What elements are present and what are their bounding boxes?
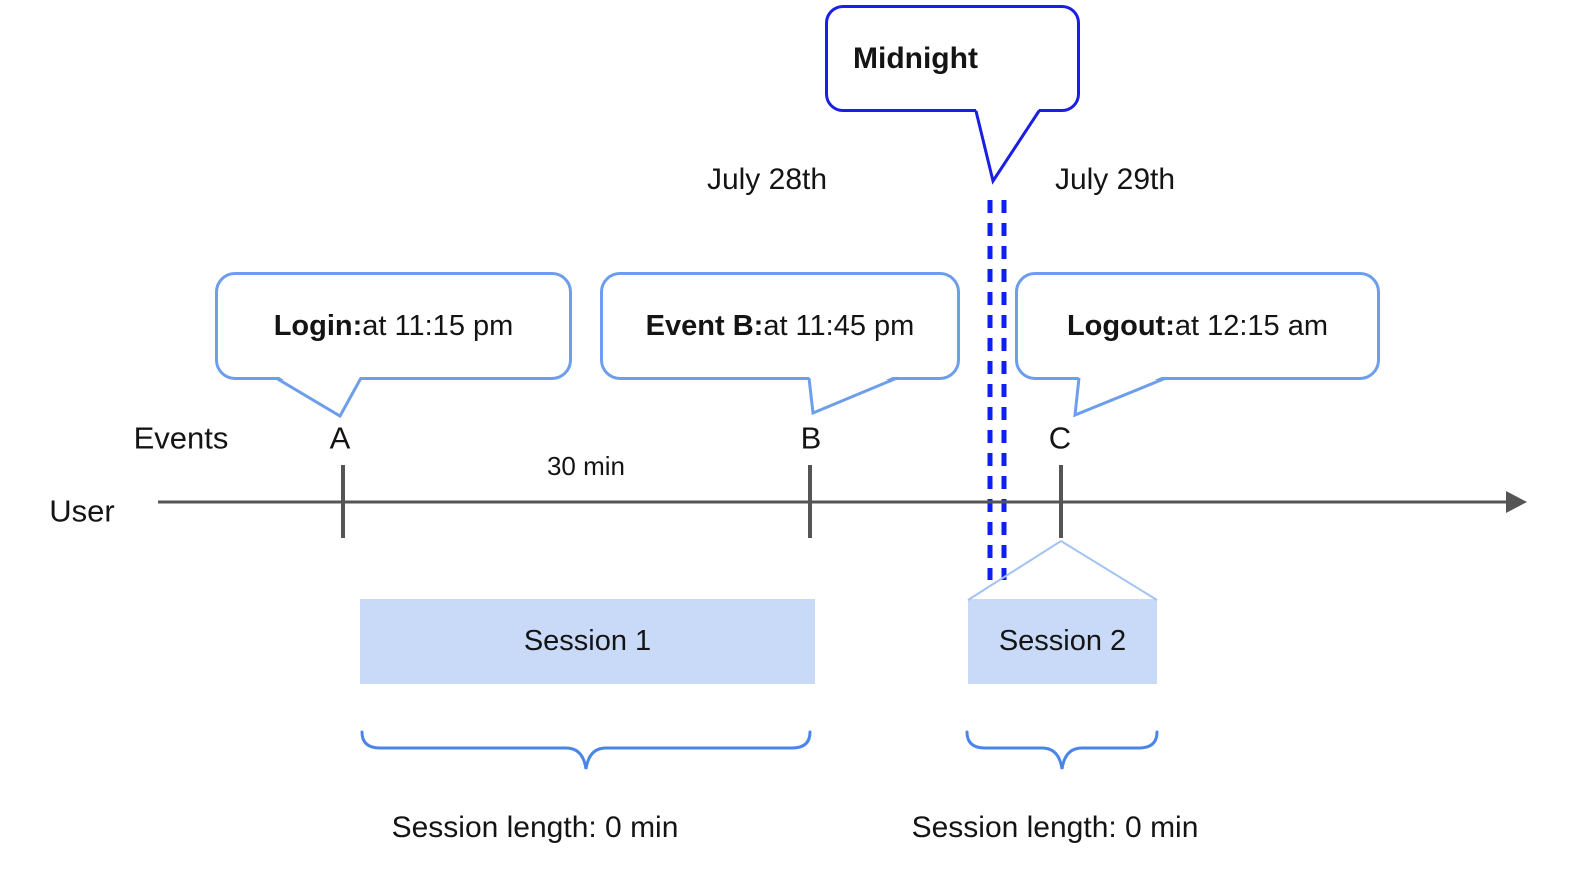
session-1-label: Session 1 (523, 625, 652, 657)
login-callout: Login: at 11:15 pm (215, 272, 572, 380)
logout-callout-tail (1073, 376, 1167, 418)
events-row-label: Events (133, 420, 229, 456)
session-2-length-label: Session length: 0 min (911, 811, 1199, 844)
session-1-brace (360, 730, 812, 770)
login-callout-label: Login: (273, 309, 363, 342)
date-july-29-label: July 29th (1054, 163, 1176, 196)
login-callout-tail-fill (276, 375, 361, 416)
midnight-callout: Midnight (825, 5, 1080, 112)
timeline-arrowhead-icon (1506, 491, 1527, 513)
event-b-callout-tail (807, 376, 898, 416)
logout-callout: Logout: at 12:15 am (1015, 272, 1380, 380)
event-b-callout-tail-fill (809, 375, 897, 413)
logout-callout-time: at 12:15 am (1174, 309, 1329, 342)
event-marker-b: B (800, 420, 822, 456)
session-2-box: Session 2 (968, 599, 1157, 684)
logout-callout-tail-fill (1075, 375, 1166, 415)
event-b-callout: Event B: at 11:45 pm (600, 272, 960, 380)
midnight-callout-tail (974, 110, 1041, 185)
logout-callout-label: Logout: (1066, 309, 1175, 342)
login-callout-time: at 11:15 pm (362, 309, 514, 342)
session-2-brace (965, 730, 1159, 770)
event-marker-a: A (329, 420, 351, 456)
interval-30min-label: 30 min (546, 451, 626, 481)
event-marker-c: C (1048, 420, 1072, 456)
event-b-callout-label: Event B: (645, 309, 764, 342)
session-2-label: Session 2 (998, 625, 1127, 657)
date-july-28-label: July 28th (706, 163, 828, 196)
midnight-callout-tail-fill (976, 109, 1039, 181)
session-2-connector-left (967, 540, 1062, 601)
user-row-label: User (49, 493, 115, 529)
session-2-connector-right (1060, 540, 1158, 601)
session-1-length-label: Session length: 0 min (391, 811, 679, 844)
session-1-box: Session 1 (360, 599, 815, 684)
midnight-callout-text: Midnight (853, 41, 978, 75)
event-b-callout-time: at 11:45 pm (763, 309, 915, 342)
login-callout-tail (275, 376, 363, 419)
